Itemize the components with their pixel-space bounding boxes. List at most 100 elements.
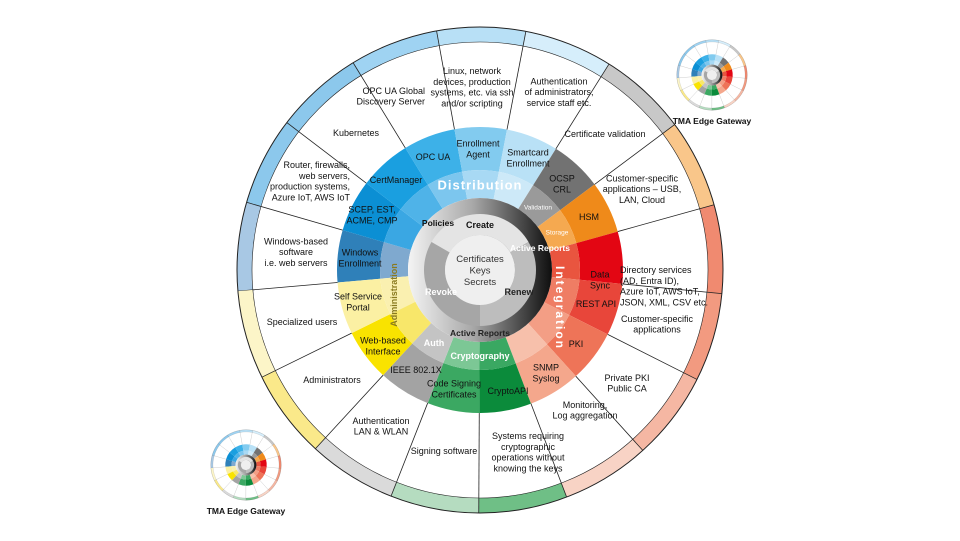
sector-divider <box>705 40 709 55</box>
module-box <box>226 452 235 461</box>
category-band-segment <box>544 277 580 316</box>
module-label: CertManager <box>370 175 423 185</box>
sector-divider <box>680 84 694 91</box>
module-label: HSM <box>579 212 599 222</box>
sector-divider <box>286 122 367 184</box>
outer-band-segment <box>214 479 224 491</box>
module-label-line: Enrollment <box>506 159 550 169</box>
use-case-description-line: LAN & WLAN <box>354 427 409 437</box>
sector-divider <box>217 443 230 453</box>
module-box <box>533 148 595 211</box>
module-label-line: Data <box>590 270 609 280</box>
outer-band-segment <box>252 430 265 437</box>
category-band-segment <box>412 322 454 364</box>
outer-band-segment <box>268 479 278 492</box>
module-label: IEEE 802.1X <box>390 365 442 375</box>
sector-divider <box>478 412 480 513</box>
category-band-segment <box>234 452 241 459</box>
outer-band-segment <box>662 124 715 209</box>
inner-rim <box>251 41 709 499</box>
category-band-segment <box>700 62 707 69</box>
module-label-line: REST API <box>576 299 616 309</box>
module-label: CryptoAPI <box>487 386 528 396</box>
sector-divider <box>732 76 748 79</box>
outer-band-segment <box>729 45 741 56</box>
category-band-segment <box>722 71 727 77</box>
outer-band-segment <box>210 455 215 469</box>
outer-band-segment <box>222 489 234 498</box>
module-box <box>337 278 391 334</box>
band-label-cryptography: Cryptography <box>450 351 509 361</box>
module-label-line: Windows <box>342 248 379 258</box>
use-case-description-line: applications – USB, <box>603 184 682 194</box>
sector-divider <box>256 435 265 448</box>
sector-divider <box>715 40 719 55</box>
category-band-segment <box>232 469 239 476</box>
sector-divider <box>555 63 610 150</box>
outer-band-segment <box>743 65 748 79</box>
module-label-line: Enrollment <box>456 139 500 149</box>
band-label-auth: Auth <box>424 338 445 348</box>
sector-divider <box>262 443 275 453</box>
module-box <box>498 129 556 186</box>
use-case-description-line: Azure IoT, AWS IoT <box>272 192 351 202</box>
outer-band-segment <box>315 437 397 497</box>
sector-divider <box>622 283 722 295</box>
inner-rim <box>212 431 280 499</box>
module-box <box>248 444 258 453</box>
use-case-description: Administrators <box>303 375 361 385</box>
module-box <box>251 475 260 485</box>
category-band-segment <box>256 461 261 467</box>
sector-divider <box>594 124 675 185</box>
outer-band-segment <box>705 39 719 43</box>
module-box <box>257 452 266 462</box>
category-band-segment <box>379 242 411 279</box>
lifecycle-label-create-line: Create <box>466 220 494 230</box>
module-box <box>238 478 246 486</box>
outer-band-segment <box>683 292 722 380</box>
category-band-segment <box>254 456 260 463</box>
sector-divider <box>233 484 239 498</box>
thumbnail-label: TMA Edge Gateway <box>207 506 286 516</box>
use-case-description-line: Router, firewalls, <box>283 160 350 170</box>
module-box <box>255 471 265 481</box>
module-label: OPC UA <box>416 152 451 162</box>
use-case-description: Signing software <box>411 446 478 456</box>
module-box <box>560 184 618 244</box>
module-label-line: CertManager <box>370 175 423 185</box>
outer-band-segment <box>688 99 700 108</box>
category-band-segment <box>390 301 432 344</box>
use-case-description-line: Monitoring, <box>563 400 608 410</box>
center-disc <box>445 235 515 305</box>
lifecycle-label-create: Create <box>466 220 494 230</box>
category-band-segment <box>249 472 256 479</box>
module-label-line: CRL <box>553 185 571 195</box>
module-box <box>229 447 239 457</box>
outer-band-segment <box>245 495 259 501</box>
category-band-segment <box>245 474 252 480</box>
outer-band-segment <box>233 495 246 501</box>
module-label-line: Interface <box>365 347 400 357</box>
outer-band-segment <box>723 99 736 108</box>
sector-divider <box>688 90 698 101</box>
sector-divider <box>390 402 429 497</box>
lifecycle-label-renew-line: Renew <box>504 287 534 297</box>
category-band-segment <box>400 184 443 227</box>
module-box <box>231 475 241 485</box>
sector-divider <box>719 94 725 108</box>
use-case-description-line: JSON, XML, CSV etc. <box>620 297 708 307</box>
category-band-segment <box>711 84 718 90</box>
outer-band-segment <box>436 27 526 47</box>
sector-divider <box>315 374 384 450</box>
module-box <box>714 54 724 63</box>
module-box <box>546 315 608 377</box>
band-label-administration-line: Administration <box>389 263 399 327</box>
use-case-description: Certificate validation <box>564 129 645 139</box>
sector-divider <box>261 332 352 378</box>
use-case-description-line: Systems requiring <box>492 431 564 441</box>
